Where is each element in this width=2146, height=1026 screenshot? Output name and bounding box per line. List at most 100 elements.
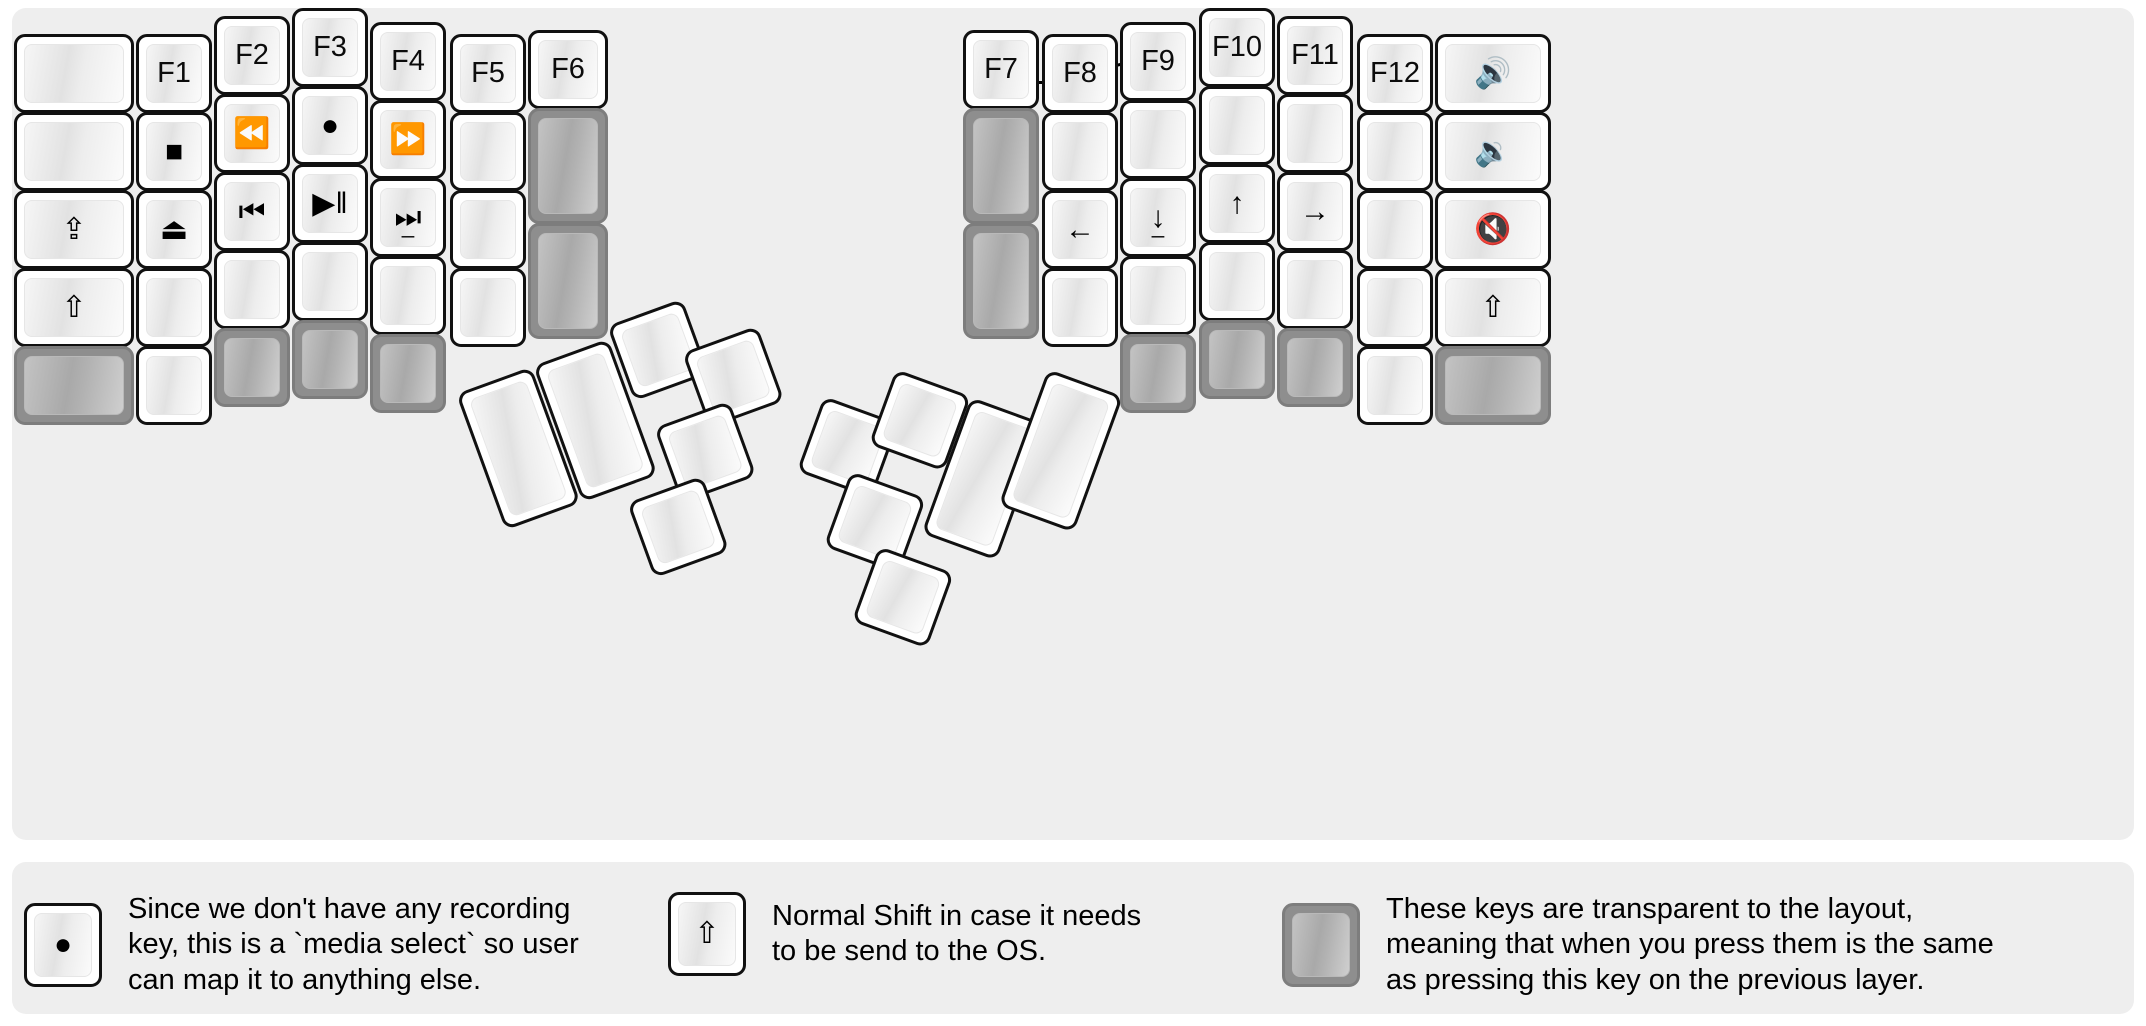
right-col-middle-r-key-3[interactable] bbox=[1199, 242, 1275, 321]
legend-text-2: These keys are transparent to the layout… bbox=[1386, 893, 1994, 996]
key-cap bbox=[1209, 96, 1265, 155]
right-col-pinky-r-key-4[interactable] bbox=[1357, 346, 1433, 425]
key-label: F1 bbox=[157, 57, 191, 89]
left-col-ring-key-2[interactable]: ⏮ bbox=[214, 172, 290, 251]
right-col-pinky-r-key-0[interactable]: F12 bbox=[1357, 34, 1433, 113]
media-play-pause-icon: ▶‖ bbox=[312, 186, 348, 220]
right-col-ring-r-key-0[interactable]: F11 bbox=[1277, 16, 1353, 95]
right-col-index-r-key-1[interactable] bbox=[1120, 100, 1196, 179]
left-col-ring-key-4[interactable] bbox=[214, 328, 290, 407]
left-col-pinky-key-1[interactable]: ■ bbox=[136, 112, 212, 191]
shift-arrow-icon: ⇧ bbox=[1480, 290, 1506, 324]
media-stop-icon: ■ bbox=[164, 134, 184, 168]
left-col-ring-key-3[interactable] bbox=[214, 250, 290, 329]
right-col-pinky-r-key-1[interactable] bbox=[1357, 112, 1433, 191]
media-eject-icon: ⏏ bbox=[159, 212, 189, 246]
left-col-pinky-outer-key-2[interactable]: ⇪ bbox=[14, 190, 134, 269]
left-col-middle-key-3[interactable] bbox=[292, 242, 368, 321]
left-col-middle-key-1[interactable]: ● bbox=[292, 86, 368, 165]
right-col-middle-r-key-0[interactable]: F10 bbox=[1199, 8, 1275, 87]
right-col-index-r-key-3[interactable] bbox=[1120, 256, 1196, 335]
left-col-index-inner-key-0[interactable]: F5 bbox=[450, 34, 526, 113]
right-col-pinky-outer-r-key-2[interactable]: 🔇 bbox=[1435, 190, 1551, 269]
right-col-pinky-r-key-3[interactable] bbox=[1357, 268, 1433, 347]
left-col-index-key-1[interactable]: ⏩ bbox=[370, 100, 446, 179]
left-col-inner-key-1[interactable] bbox=[528, 108, 608, 224]
left-col-index-key-2[interactable]: ⏭_ bbox=[370, 178, 446, 257]
right-col-inner-r-key-2[interactable] bbox=[963, 223, 1039, 339]
shift-arrow-icon: ⇧ bbox=[61, 290, 87, 324]
left-col-pinky-key-0[interactable]: F1 bbox=[136, 34, 212, 113]
right-col-index-inner-r-key-3[interactable] bbox=[1042, 268, 1118, 347]
left-col-pinky-outer-key-1[interactable] bbox=[14, 112, 134, 191]
left-col-index-inner-key-1[interactable] bbox=[450, 112, 526, 191]
key-cap bbox=[460, 200, 516, 259]
legend-text-0: Since we don't have any recording key, t… bbox=[128, 893, 579, 996]
key-label: F9 bbox=[1141, 45, 1175, 77]
key-cap bbox=[973, 118, 1029, 214]
left-col-index-key-0[interactable]: F4 bbox=[370, 22, 446, 101]
left-col-middle-key-2[interactable]: ▶‖ bbox=[292, 164, 368, 243]
left-col-pinky-outer-key-0[interactable] bbox=[14, 34, 134, 113]
left-col-middle-key-0[interactable]: F3 bbox=[292, 8, 368, 87]
right-col-ring-r-key-1[interactable] bbox=[1277, 94, 1353, 173]
right-col-pinky-outer-r-key-4[interactable] bbox=[1435, 346, 1551, 425]
left-col-pinky-key-3[interactable] bbox=[136, 268, 212, 347]
right-col-index-r-key-2[interactable]: ↓_ bbox=[1120, 178, 1196, 257]
left-col-index-inner-key-3[interactable] bbox=[450, 268, 526, 347]
key-cap: ⏏ bbox=[146, 200, 202, 259]
key-cap: 🔇 bbox=[1445, 200, 1541, 259]
arrow-left-icon: ← bbox=[1065, 212, 1095, 246]
key-cap bbox=[1367, 200, 1423, 259]
key-cap bbox=[224, 260, 280, 319]
key-cap bbox=[1130, 110, 1186, 169]
key-label: F10 bbox=[1212, 31, 1262, 63]
key-cap: 🔉 bbox=[1445, 122, 1541, 181]
left-col-pinky-outer-key-3[interactable]: ⇧ bbox=[14, 268, 134, 347]
left-col-inner-key-0[interactable]: F6 bbox=[528, 30, 608, 109]
key-label: F12 bbox=[1370, 57, 1420, 89]
right-col-pinky-outer-r-key-3[interactable]: ⇧ bbox=[1435, 268, 1551, 347]
media-previous-icon: ⏮ bbox=[238, 194, 266, 228]
right-col-index-inner-r-key-0[interactable]: F8 bbox=[1042, 34, 1118, 113]
right-col-middle-r-key-4[interactable] bbox=[1199, 320, 1275, 399]
right-col-pinky-r-key-2[interactable] bbox=[1357, 190, 1433, 269]
key-cap bbox=[302, 252, 358, 311]
shift-arrow-icon: ⇧ bbox=[694, 917, 720, 950]
right-col-ring-r-key-4[interactable] bbox=[1277, 328, 1353, 407]
key-cap bbox=[224, 338, 280, 397]
left-col-ring-key-1[interactable]: ⏪ bbox=[214, 94, 290, 173]
right-col-pinky-outer-r-key-0[interactable]: 🔊 bbox=[1435, 34, 1551, 113]
left-col-middle-key-4[interactable] bbox=[292, 320, 368, 399]
left-col-inner-key-2[interactable] bbox=[528, 223, 608, 339]
right-col-ring-r-key-2[interactable]: → bbox=[1277, 172, 1353, 251]
key-sublabel: _ bbox=[1151, 213, 1165, 238]
key-cap bbox=[24, 356, 124, 415]
left-col-pinky-key-2[interactable]: ⏏ bbox=[136, 190, 212, 269]
key-cap: ⇪ bbox=[24, 200, 124, 259]
key-cap bbox=[1287, 260, 1343, 319]
key-cap: ↓_ bbox=[1130, 188, 1186, 247]
right-col-inner-r-key-1[interactable] bbox=[963, 108, 1039, 224]
right-col-index-inner-r-key-2[interactable]: ← bbox=[1042, 190, 1118, 269]
right-col-index-inner-r-key-1[interactable] bbox=[1042, 112, 1118, 191]
key-cap bbox=[380, 266, 436, 325]
right-col-middle-r-key-2[interactable]: ↑ bbox=[1199, 164, 1275, 243]
key-cap: F3 bbox=[302, 18, 358, 77]
left-col-index-key-3[interactable] bbox=[370, 256, 446, 335]
right-col-pinky-outer-r-key-1[interactable]: 🔉 bbox=[1435, 112, 1551, 191]
left-col-index-inner-key-2[interactable] bbox=[450, 190, 526, 269]
left-col-pinky-outer-key-4[interactable] bbox=[14, 346, 134, 425]
left-col-ring-key-0[interactable]: F2 bbox=[214, 16, 290, 95]
right-col-middle-r-key-1[interactable] bbox=[1199, 86, 1275, 165]
right-col-index-r-key-0[interactable]: F9 bbox=[1120, 22, 1196, 101]
right-col-index-r-key-4[interactable] bbox=[1120, 334, 1196, 413]
left-col-index-key-4[interactable] bbox=[370, 334, 446, 413]
key-cap bbox=[1287, 338, 1343, 397]
key-cap: ⏭_ bbox=[380, 188, 436, 247]
key-cap: F2 bbox=[224, 26, 280, 85]
media-record-icon: ● bbox=[320, 108, 340, 142]
right-col-ring-r-key-3[interactable] bbox=[1277, 250, 1353, 329]
left-col-pinky-key-4[interactable] bbox=[136, 346, 212, 425]
right-col-inner-r-key-0[interactable]: F7 bbox=[963, 30, 1039, 109]
